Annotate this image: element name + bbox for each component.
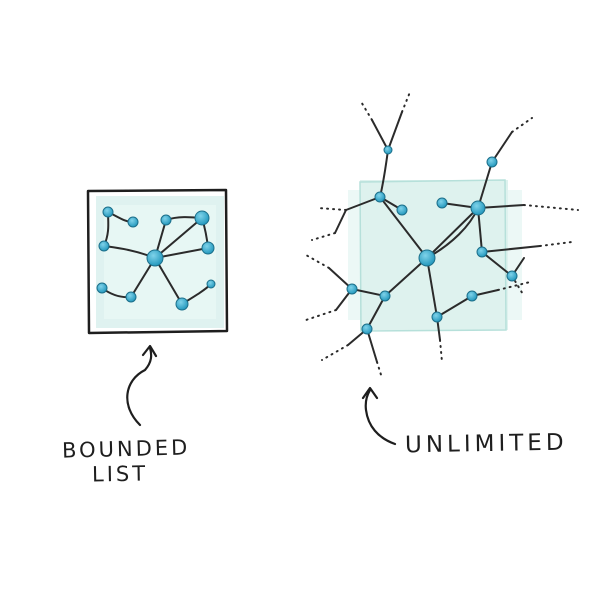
unlimited-node — [476, 246, 488, 258]
bounded-node — [206, 279, 216, 289]
bounded-label-line1: BOUNDED — [61, 435, 191, 463]
bounded-node — [102, 206, 114, 218]
unlimited-node — [374, 191, 386, 203]
bounded-node-hub — [146, 249, 164, 267]
unlimited-dotted-extensions — [305, 91, 579, 379]
unlimited-node — [396, 204, 408, 216]
unlimited-group — [305, 91, 579, 446]
bounded-node — [194, 210, 210, 226]
unlimited-faint-frame — [359, 179, 507, 332]
bounded-box-frame — [86, 188, 229, 335]
bounded-node — [201, 241, 215, 255]
unlimited-arrow-icon — [361, 386, 397, 446]
unlimited-node — [506, 270, 518, 282]
unlimited-node — [470, 200, 486, 216]
unlimited-label: UNLIMITED — [404, 429, 568, 459]
bounded-list-group — [86, 188, 229, 427]
unlimited-node — [431, 311, 443, 323]
bounded-node — [175, 297, 189, 311]
unlimited-node — [436, 197, 448, 209]
unlimited-node — [383, 145, 393, 155]
unlimited-node — [346, 283, 358, 295]
bounded-node — [125, 291, 137, 303]
unlimited-node — [466, 290, 478, 302]
unlimited-node — [379, 290, 391, 302]
bounded-nodes — [96, 206, 216, 311]
bounded-node — [160, 214, 172, 226]
bounded-arrow-icon — [126, 344, 158, 427]
bounded-node — [96, 282, 108, 294]
bounded-node — [98, 240, 110, 252]
unlimited-node — [486, 156, 498, 168]
unlimited-node-hub — [418, 249, 436, 267]
unlimited-nodes — [346, 145, 518, 335]
unlimited-node — [361, 323, 373, 335]
bounded-label-line2: LIST — [91, 461, 149, 487]
bounded-node — [127, 216, 139, 228]
